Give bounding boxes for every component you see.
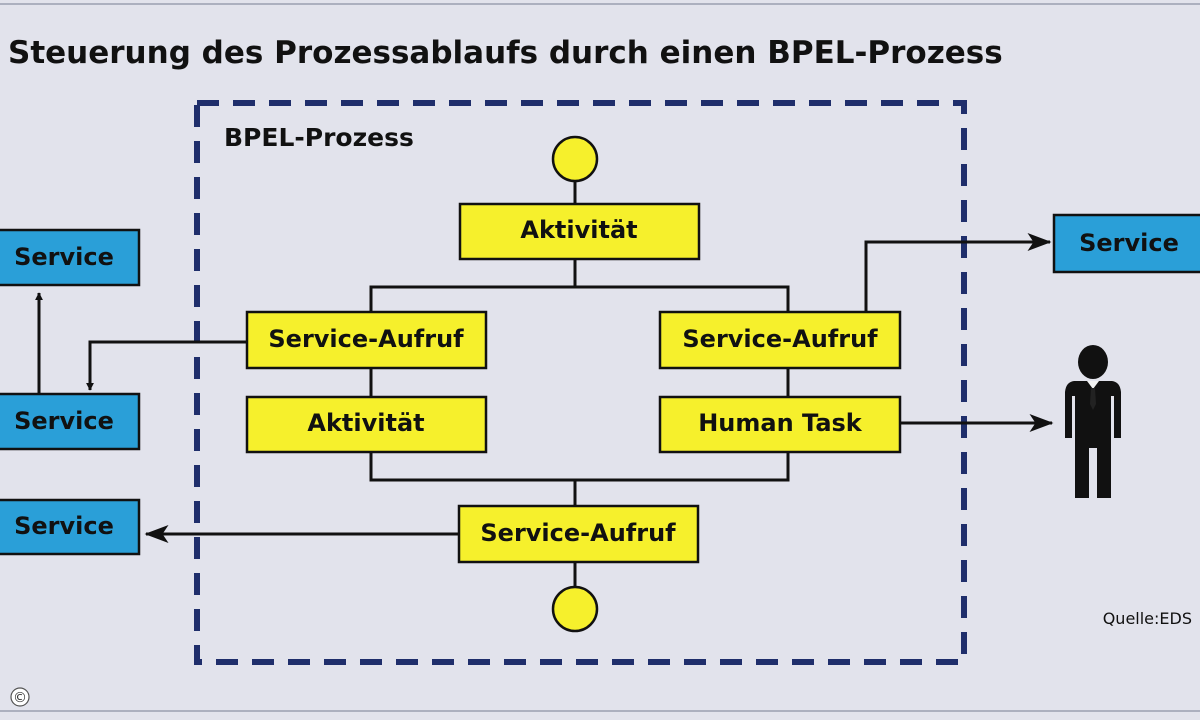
service-left-middle-label: Service	[14, 407, 114, 435]
service-call-node-left: Service-Aufruf	[245, 310, 488, 370]
service-call-bottom-label: Service-Aufruf	[480, 519, 676, 547]
activity-left-label: Aktivität	[307, 409, 424, 437]
human-task-label: Human Task	[698, 409, 863, 437]
start-event	[551, 135, 599, 183]
diagram-title: Steuerung des Prozessablaufs durch einen…	[8, 35, 1003, 71]
split-bar	[369, 285, 790, 312]
person-icon	[1065, 345, 1121, 498]
arrow-to-right-service	[864, 233, 1052, 312]
service-right-label: Service	[1079, 229, 1179, 257]
activity-top-label: Aktivität	[520, 216, 637, 244]
service-box-left-middle: Service	[0, 392, 141, 451]
copyright-icon: ©	[13, 690, 27, 706]
service-box-left-bottom: Service	[0, 498, 141, 556]
join-bar	[369, 452, 790, 482]
service-call-node-bottom: Service-Aufruf	[457, 504, 700, 564]
container-label: BPEL-Prozess	[224, 123, 414, 152]
flow-connectors	[369, 182, 790, 586]
arrow-to-left-middle-service	[86, 340, 247, 391]
service-left-bottom-label: Service	[14, 512, 114, 540]
service-box-right: Service	[1052, 213, 1200, 274]
copyright-icon-bg	[10, 687, 30, 707]
service-left-top-label: Service	[14, 243, 114, 271]
bpel-process-container	[194, 100, 967, 665]
activity-node-top: Aktivität	[458, 202, 701, 261]
service-call-right-label: Service-Aufruf	[682, 325, 878, 353]
end-event	[551, 585, 599, 633]
service-call-left-label: Service-Aufruf	[268, 325, 464, 353]
activity-node-left: Aktivität	[245, 395, 488, 454]
source-label: Quelle:EDS	[1103, 609, 1192, 628]
human-task-node: Human Task	[658, 395, 902, 454]
service-call-node-right: Service-Aufruf	[658, 310, 902, 370]
service-box-left-top: Service	[0, 228, 141, 287]
service-arrows	[35, 233, 1054, 543]
